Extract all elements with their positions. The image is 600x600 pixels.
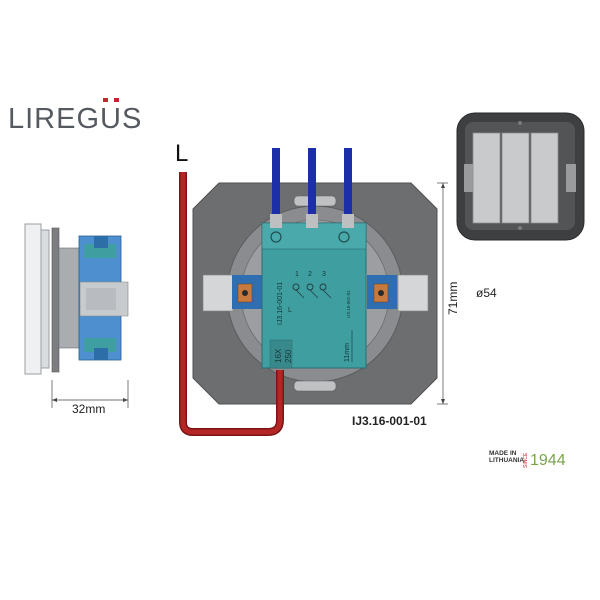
made-in-line2: LITHUANIA [489,457,525,464]
made-in-line1: MADE IN [489,450,517,457]
height-dimension-label: 71mm [446,281,460,315]
front-view: IJ3.16-001-01 L 1 2 3 IJ3.16-001-01 16X … [179,148,448,436]
brand-logo: LIREGUS [8,98,143,135]
terminal-3: 3 [322,271,326,278]
strip-length: 11mm [344,343,351,362]
terminal-1: 1 [295,271,299,278]
rating-a: 16X [274,348,283,363]
module-code-vertical: IJ3.16-001-01 [277,282,284,325]
cover-view [456,112,585,241]
line-label: L [175,140,189,167]
model-code: IJ3.16-001-01 [352,414,427,428]
rating-b: 250 [284,349,293,363]
diameter-label: ø54 [476,286,497,300]
made-in-label: MADE IN LITHUANIA [489,450,524,464]
terminal-2: 2 [308,271,312,278]
module-code-small: IJ3.16-001-01 [346,290,351,318]
since-year: 1944 [530,452,566,469]
side-view [24,223,129,408]
depth-dimension-label: 32mm [72,402,106,416]
terminal-L: L [288,307,292,314]
since-label: SINCE [523,452,529,468]
